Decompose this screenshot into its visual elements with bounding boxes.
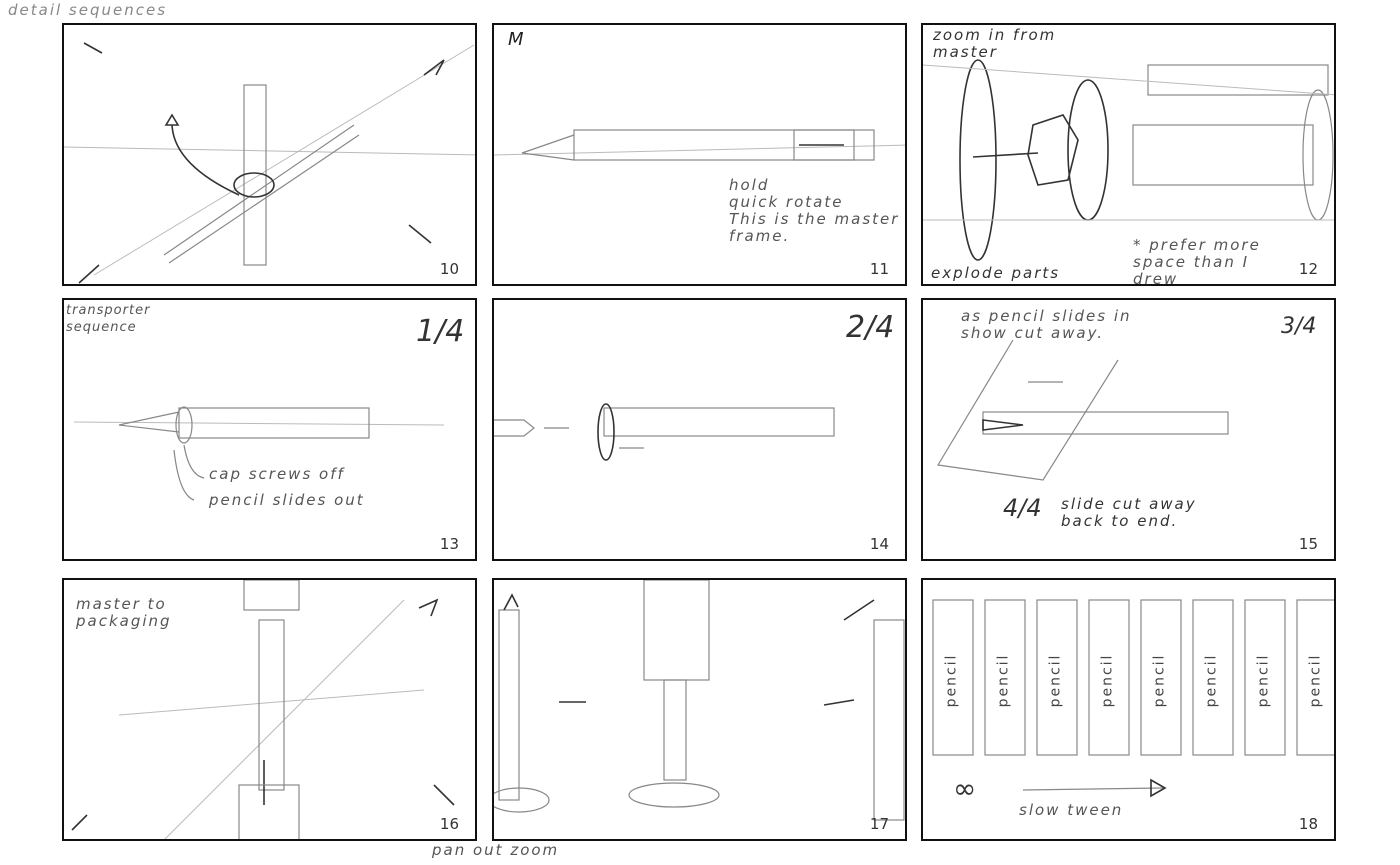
tube-label: pencil bbox=[943, 653, 960, 708]
tube-label: pencil bbox=[1255, 653, 1272, 708]
panel-number: 12 bbox=[1298, 260, 1318, 278]
panel-number: 13 bbox=[439, 535, 459, 553]
panel-note: cap screws off bbox=[209, 465, 345, 483]
sequence-fraction-end: 4/4 bbox=[1003, 494, 1042, 522]
tube-label: pencil bbox=[995, 653, 1012, 708]
tube-label: pencil bbox=[1099, 653, 1116, 708]
panel-number: 18 bbox=[1298, 815, 1318, 833]
exploded-parts-sketch bbox=[923, 59, 1334, 261]
panel-caption: explode parts bbox=[931, 264, 1061, 282]
panel-title: as pencil slides in show cut away. bbox=[961, 307, 1132, 342]
sequence-fraction: 2/4 bbox=[846, 310, 895, 345]
packaging-sketch bbox=[71, 580, 455, 839]
storyboard-panel-14: 2/4 14 bbox=[492, 298, 907, 561]
infinity-symbol: ∞ bbox=[953, 772, 979, 805]
cap-screws-off-sketch bbox=[73, 406, 445, 501]
panel-number: 11 bbox=[869, 260, 889, 278]
pencil-rotation-sketch bbox=[64, 42, 475, 284]
tube-label: pencil bbox=[1047, 653, 1064, 708]
pan-out-sketch bbox=[494, 580, 905, 821]
tube-package bbox=[932, 599, 974, 756]
panel-note: hold quick rotate This is the master fra… bbox=[729, 176, 900, 245]
tube-package bbox=[1244, 599, 1286, 756]
panel-note: slide cut away back to end. bbox=[1061, 495, 1197, 530]
tube-label: pencil bbox=[1151, 653, 1168, 708]
panel-note: * prefer more space than I drew bbox=[1133, 236, 1261, 286]
panel-number: 14 bbox=[869, 535, 889, 553]
packaging-row-sketch bbox=[932, 599, 1334, 756]
sequence-fraction: 3/4 bbox=[1281, 314, 1317, 339]
page-title: detail sequences bbox=[8, 1, 168, 19]
storyboard-panel-10: 10 bbox=[62, 23, 477, 286]
panel-title: master to packaging bbox=[76, 595, 172, 630]
panel-title: zoom in from master bbox=[933, 26, 1057, 61]
storyboard-panel-12: zoom in from master explode parts * pref… bbox=[921, 23, 1336, 286]
storyboard-panel-13: transporter sequence 1/4 cap screws off … bbox=[62, 298, 477, 561]
storyboard-panel-11: M hold quick rotate This is the master f… bbox=[492, 23, 907, 286]
tube-package bbox=[984, 599, 1026, 756]
panel-number: 15 bbox=[1298, 535, 1318, 553]
panel-title: transporter sequence bbox=[66, 303, 151, 335]
panel-number: 10 bbox=[439, 260, 459, 278]
panel-note: slow tween bbox=[1019, 801, 1124, 819]
tube-label: pencil bbox=[1203, 653, 1220, 708]
tube-package bbox=[1088, 599, 1130, 756]
tube-package bbox=[1296, 599, 1334, 756]
tube-label: pencil bbox=[1307, 653, 1324, 708]
storyboard-panel-16: master to packaging 16 bbox=[62, 578, 477, 841]
tube-package bbox=[1036, 599, 1078, 756]
tube-package bbox=[1192, 599, 1234, 756]
storyboard-panel-17: 17 bbox=[492, 578, 907, 841]
pencil-slides-out-sketch bbox=[494, 403, 835, 461]
panel-number: 17 bbox=[869, 815, 889, 833]
master-frame-pencil-sketch bbox=[494, 129, 905, 161]
corner-mark: M bbox=[508, 29, 526, 50]
cut-away-sketch bbox=[937, 339, 1229, 481]
sequence-fraction: 1/4 bbox=[416, 314, 465, 349]
panel-number: 16 bbox=[439, 815, 459, 833]
panel-note: pencil slides out bbox=[209, 491, 365, 509]
footer-note: pan out zoom bbox=[432, 841, 560, 859]
tube-package bbox=[1140, 599, 1182, 756]
storyboard-panel-15: as pencil slides in show cut away. 3/4 4… bbox=[921, 298, 1336, 561]
storyboard-panel-18: pencil pencil pencil pencil pencil pencil penc… bbox=[921, 578, 1336, 841]
